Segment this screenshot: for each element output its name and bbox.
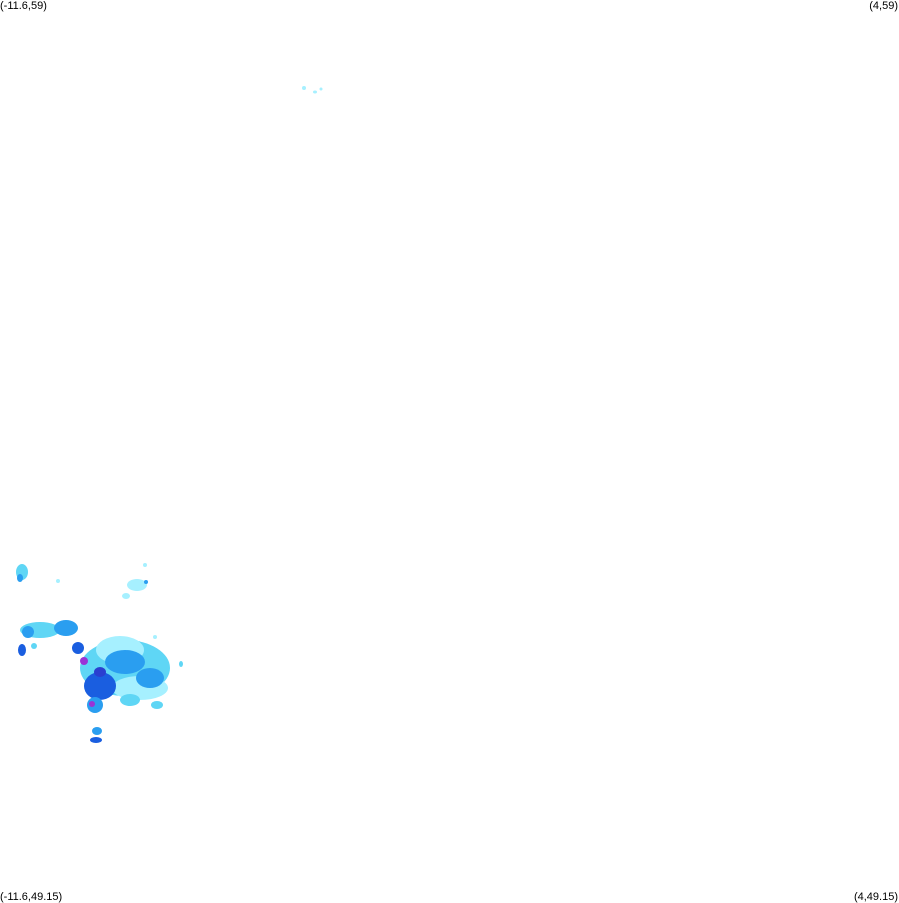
precip-cell [153, 635, 157, 639]
precip-cell [94, 667, 106, 677]
precip-cell [22, 626, 34, 638]
precip-cell [319, 87, 323, 91]
precip-cell [179, 661, 183, 667]
precip-cluster-north [302, 86, 323, 94]
precip-cell [31, 643, 37, 649]
precip-cell [87, 697, 103, 713]
precip-cell [105, 650, 145, 674]
precip-cell [80, 657, 88, 665]
precip-cell [84, 672, 116, 700]
corner-label-top-left: (-11.6,59) [0, 0, 47, 12]
precip-cell [302, 86, 306, 90]
precip-cell [56, 579, 60, 583]
precip-cell [143, 563, 147, 567]
precip-cell [54, 620, 78, 636]
precip-cell [122, 593, 130, 599]
corner-label-bottom-right: (4,49.15) [853, 891, 898, 903]
corner-label-top-right: (4,59) [869, 0, 898, 12]
precip-cell [92, 727, 102, 735]
precip-cluster-northwest [16, 563, 148, 599]
precip-cell [313, 90, 317, 94]
precip-cell [151, 701, 163, 709]
precip-cell [144, 580, 148, 584]
precip-cell [72, 642, 84, 654]
precip-cluster-south [90, 727, 102, 743]
precip-cell [120, 694, 140, 706]
corner-label-bottom-left: (-11.6,49.15) [0, 891, 63, 903]
precip-cell [18, 644, 26, 656]
precip-cell [127, 579, 147, 591]
precip-cell [136, 668, 164, 688]
precip-cluster-main [18, 620, 183, 713]
precip-cell [17, 574, 23, 582]
precip-cell [89, 701, 95, 707]
precip-cell [90, 737, 102, 743]
